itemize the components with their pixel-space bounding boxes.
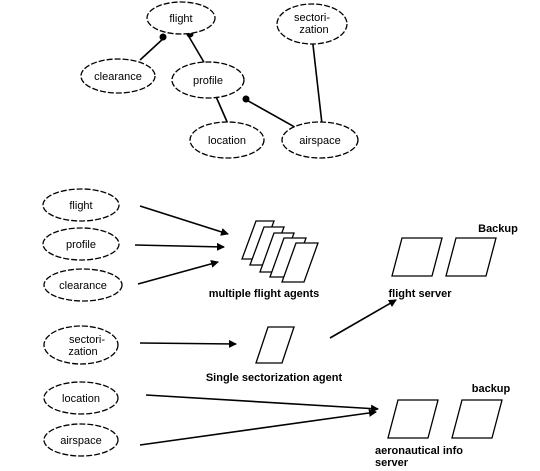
input-node-sectorization: sectori- zation: [43, 325, 119, 365]
arrow-clearance-to-agents: [137, 259, 219, 285]
single-sectorization-agent-label: Single sectorization agent: [206, 372, 343, 384]
multiple-flight-agents-label: multiple flight agents: [209, 288, 320, 300]
concept-node-airspace: airspace: [281, 121, 359, 159]
flight-server-backup-label: Backup: [478, 223, 518, 235]
arrow-sectorization-to-agent: [139, 339, 237, 348]
input-node-profile: profile: [42, 227, 120, 261]
node-label-line1: sectori-: [294, 12, 330, 24]
flight-server-box: [391, 237, 443, 277]
edge-profile-airspace: [242, 97, 301, 131]
concept-node-location: location: [189, 121, 265, 159]
node-label: flight: [69, 200, 92, 212]
node-label-line1: sectori-: [69, 334, 105, 346]
input-node-flight: flight: [42, 188, 120, 222]
edge-dot: [242, 95, 250, 103]
node-label-line2: zation: [68, 346, 97, 358]
input-node-location: location: [43, 381, 119, 415]
arrow-profile-to-agents: [134, 242, 225, 251]
node-label-line2: zation: [299, 24, 328, 36]
concept-node-flight: flight: [146, 1, 216, 35]
aero-server-label-line1: aeronautical info: [375, 445, 463, 457]
aero-server-label-line2: server: [375, 457, 409, 469]
node-label: profile: [66, 239, 96, 251]
arrow-sectorization-agent-to-flight-server: [329, 299, 397, 339]
concept-node-sectorization: sectori- zation: [276, 3, 348, 45]
node-label: airspace: [60, 435, 102, 447]
edge-sectorization-airspace: [311, 35, 323, 125]
flight-server-backup-box: [445, 237, 497, 277]
multiple-flight-agents-stack: [241, 220, 319, 283]
agent-card: [281, 242, 319, 283]
edge-dot: [159, 33, 167, 41]
aero-server-box: [387, 399, 439, 439]
aero-server-backup-box: [451, 399, 503, 439]
input-node-clearance: clearance: [43, 268, 123, 302]
input-node-airspace: airspace: [43, 423, 119, 457]
arrow-airspace-to-aero-server: [139, 409, 377, 446]
edge-flight-clearance: [139, 36, 166, 61]
node-label: flight: [169, 13, 192, 25]
node-label: clearance: [59, 280, 107, 292]
arrow-location-to-aero-server: [145, 394, 379, 413]
node-label: airspace: [299, 135, 341, 147]
arrow-flight-to-agents: [139, 205, 229, 236]
sectorization-agent-box: [255, 326, 295, 364]
aero-server-backup-label: backup: [472, 383, 511, 395]
node-label: clearance: [94, 71, 142, 83]
node-label: location: [208, 135, 246, 147]
agent-arrows: [134, 205, 397, 446]
node-label: location: [62, 393, 100, 405]
concept-node-clearance: clearance: [80, 58, 156, 94]
flight-server-label: flight server: [389, 288, 453, 300]
concept-node-profile: profile: [171, 61, 245, 99]
node-label: profile: [193, 75, 223, 87]
